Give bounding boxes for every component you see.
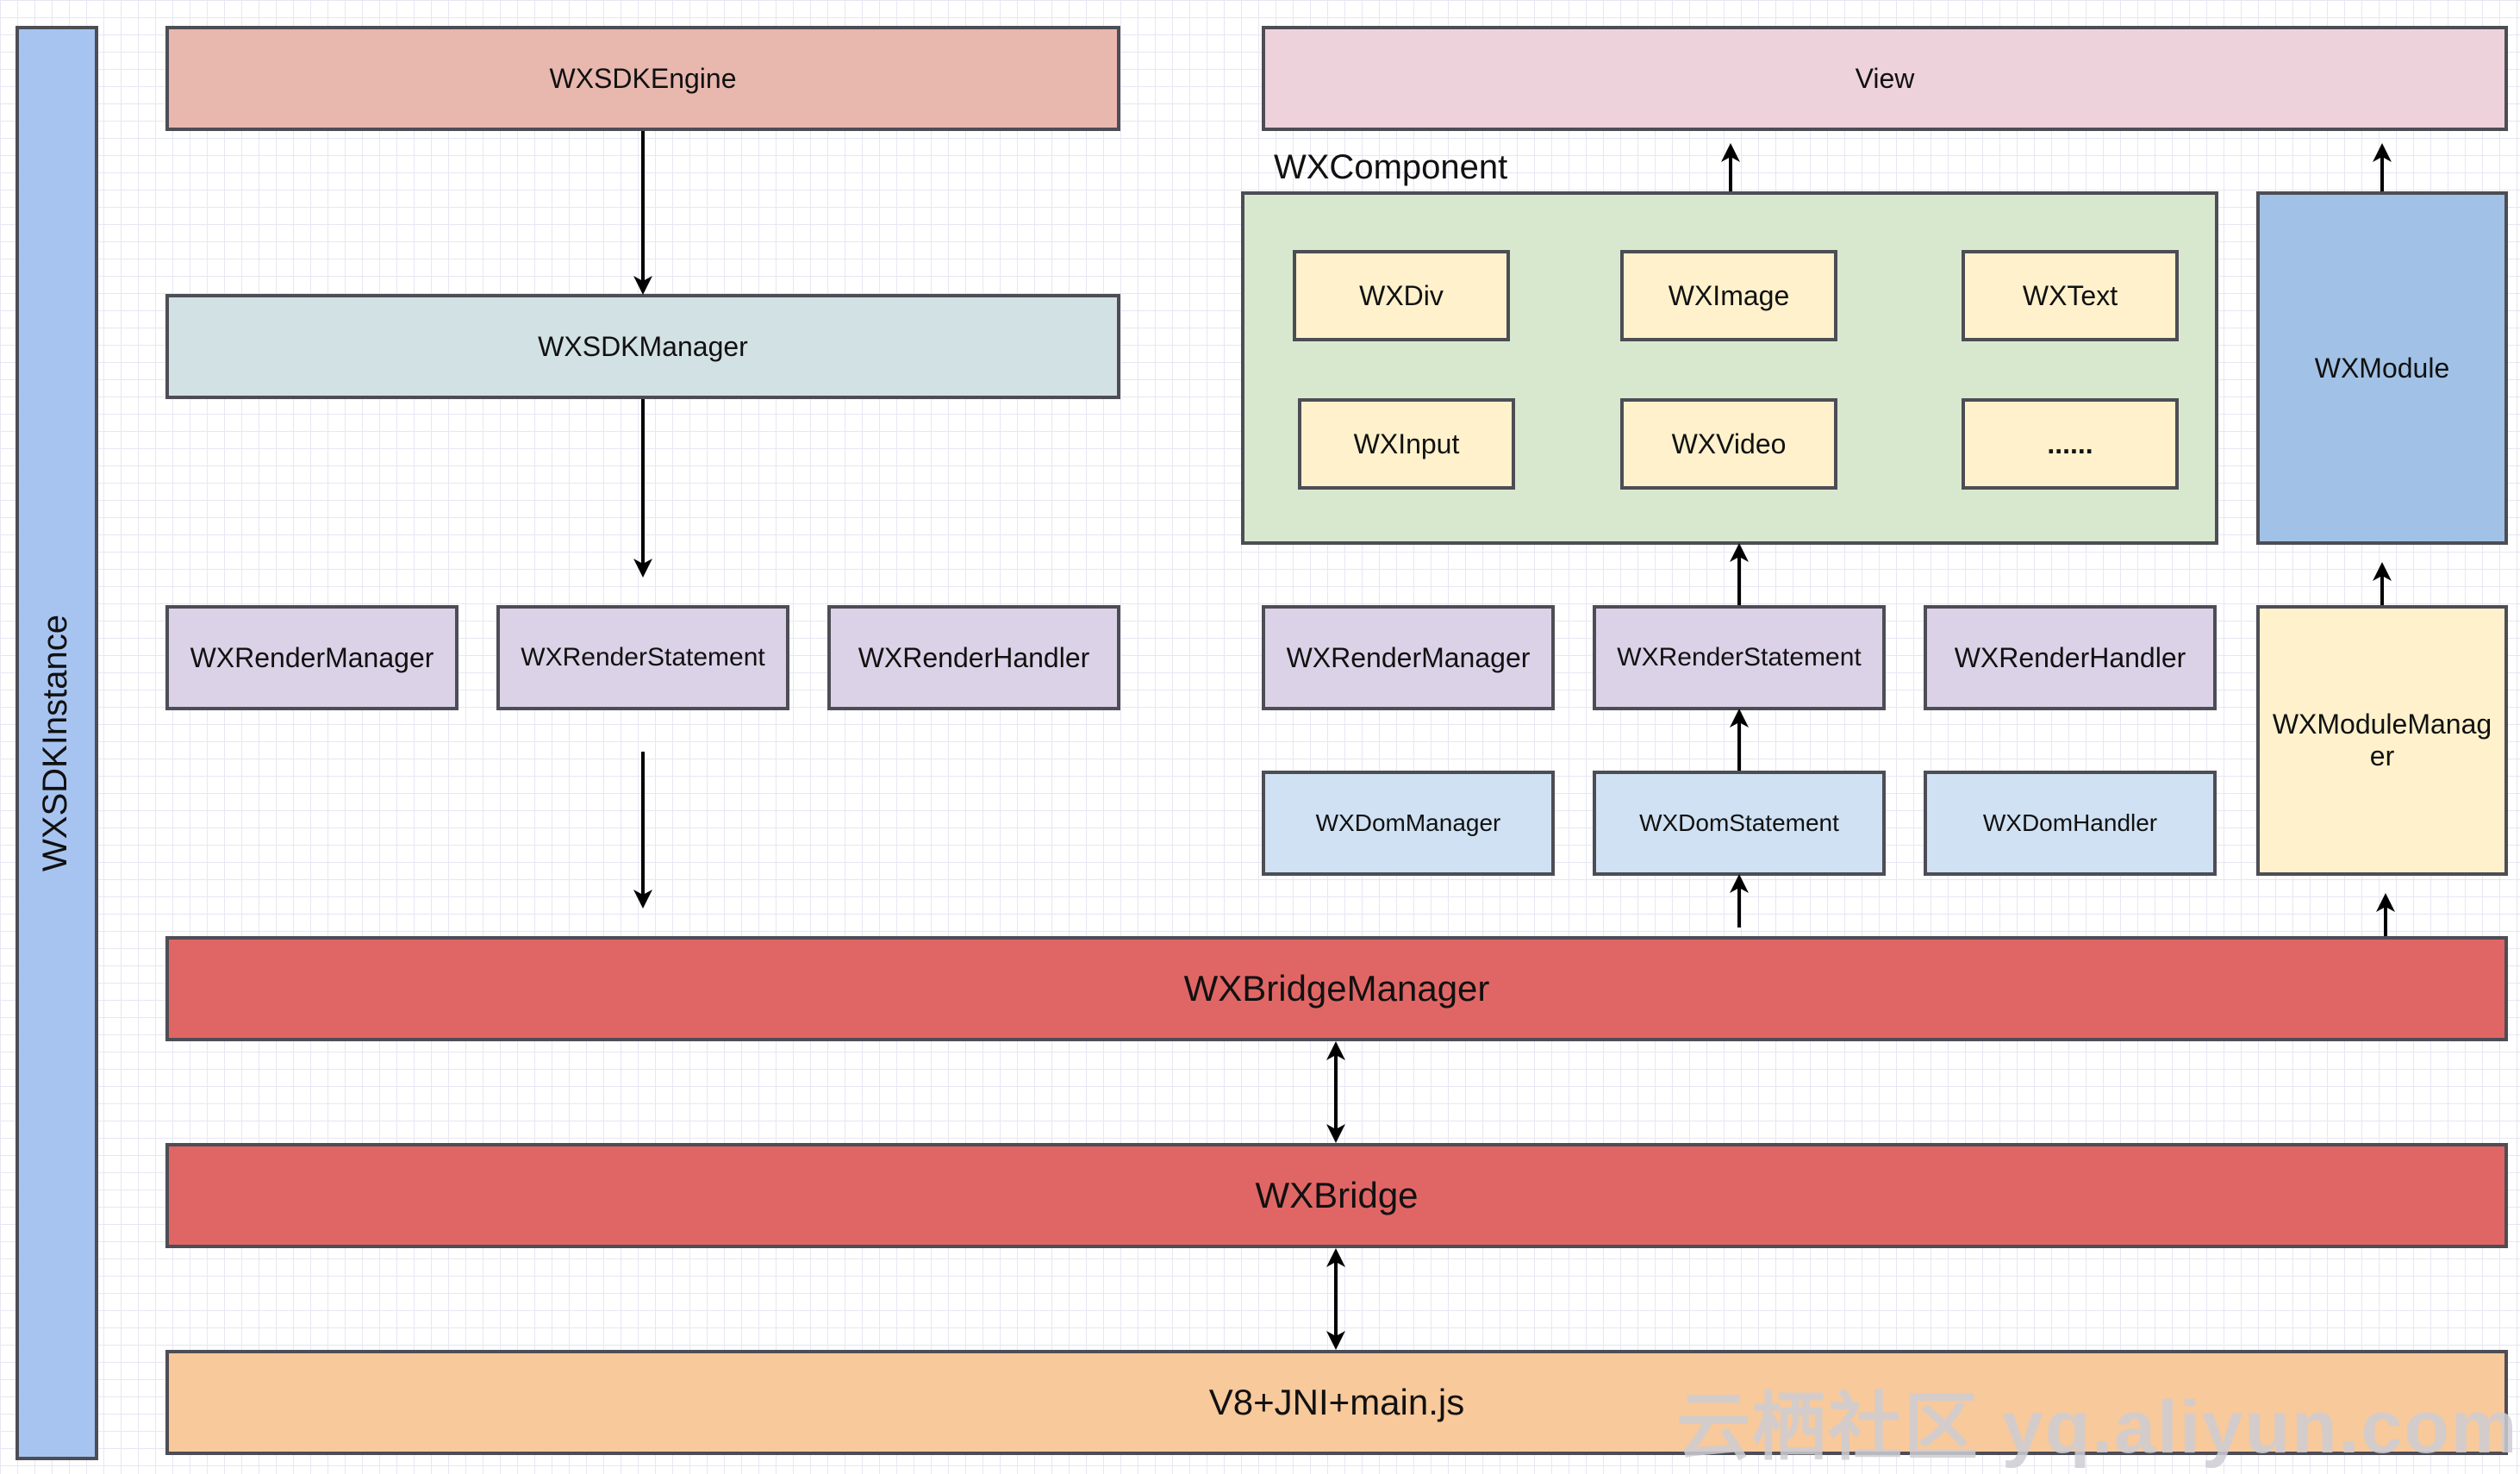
right-render-handler-box: WXRenderHandler	[1924, 605, 2217, 710]
right-render-manager-box: WXRenderManager	[1262, 605, 1555, 710]
wxdomhandler-box: WXDomHandler	[1924, 771, 2217, 876]
wxtext-box: WXText	[1962, 250, 2179, 341]
left-render-handler-box: WXRenderHandler	[827, 605, 1120, 710]
wxmodule-box: WXModule	[2256, 191, 2508, 545]
wxinput-box: WXInput	[1298, 398, 1515, 490]
wxdiv-box: WXDiv	[1293, 250, 1510, 341]
more-components-box: ......	[1962, 398, 2179, 490]
wxmodulemanager-label: WXModuleManager	[2272, 709, 2492, 771]
wxbridgemanager-bar: WXBridgeManager	[165, 936, 2508, 1041]
wximage-box: WXImage	[1620, 250, 1837, 341]
left-render-statement-box: WXRenderStatement	[496, 605, 789, 710]
wxsdkengine-box: WXSDKEngine	[165, 26, 1120, 131]
right-render-statement-box: WXRenderStatement	[1593, 605, 1886, 710]
wxsdkinstance-bar	[16, 26, 98, 1460]
runtime-bar: V8+JNI+main.js	[165, 1350, 2508, 1455]
wxcomponent-title: WXComponent	[1274, 148, 1508, 186]
wxdommanager-box: WXDomManager	[1262, 771, 1555, 876]
view-box: View	[1262, 26, 2508, 131]
wxmodulemanager-box: WXModuleManager	[2256, 605, 2508, 876]
wxvideo-box: WXVideo	[1620, 398, 1837, 490]
wxdomstatement-box: WXDomStatement	[1593, 771, 1886, 876]
left-render-manager-box: WXRenderManager	[165, 605, 458, 710]
wxsdkmanager-box: WXSDKManager	[165, 294, 1120, 399]
wxbridge-bar: WXBridge	[165, 1143, 2508, 1248]
watermark: 云栖社区 yq.aliyun.com	[1676, 1386, 2519, 1469]
